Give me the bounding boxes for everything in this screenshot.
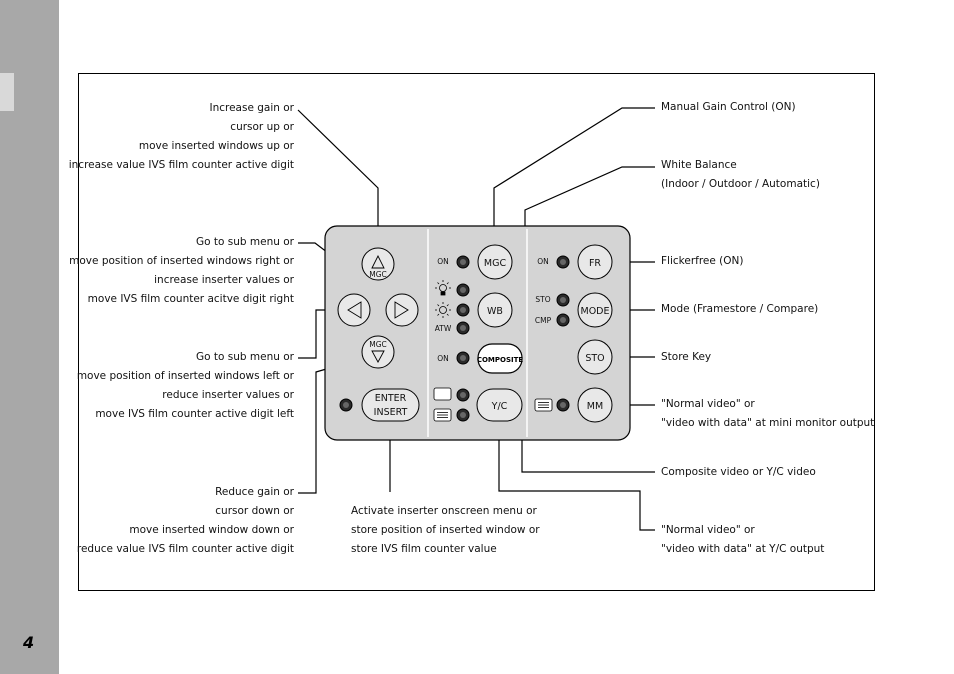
- page-number: 4: [23, 633, 35, 652]
- svg-text:WB: WB: [487, 306, 503, 317]
- leader-yc: [498, 422, 655, 531]
- wb-button[interactable]: WB: [477, 292, 513, 328]
- atw-led: [456, 321, 470, 335]
- mgc-on-text: ON: [437, 257, 449, 266]
- down-arrow-icon: [371, 350, 385, 363]
- indoor-icon: [435, 280, 451, 296]
- sto-led: [556, 293, 570, 307]
- label-composite-yc: Composite video or Y/C video: [661, 466, 816, 478]
- svg-text:INSERT: INSERT: [374, 407, 408, 418]
- svg-text:MGC: MGC: [369, 340, 387, 349]
- data-video-led: [456, 408, 470, 422]
- label-store-key: Store Key: [661, 351, 712, 363]
- svg-text:ENTER: ENTER: [375, 393, 407, 404]
- mm-data-icon: [534, 398, 553, 412]
- left-arrow-button[interactable]: [337, 293, 371, 327]
- label-yc-output: "Normal video" or"video with data" at Y/…: [661, 524, 825, 555]
- fr-led: [556, 255, 570, 269]
- leader-mgc: [493, 107, 655, 244]
- cmp-led: [556, 313, 570, 327]
- enter-insert-button[interactable]: ENTER INSERT: [361, 388, 420, 422]
- mm-led: [556, 398, 570, 412]
- diagram-frame: [78, 73, 875, 591]
- up-arrow-icon: [371, 254, 385, 269]
- mm-button[interactable]: MM: [577, 387, 613, 423]
- svg-text:MGC: MGC: [369, 270, 387, 279]
- mgc-led: [456, 255, 470, 269]
- composite-led: [456, 351, 470, 365]
- svg-text:Y/C: Y/C: [491, 401, 508, 412]
- outdoor-led: [456, 303, 470, 317]
- indoor-led: [456, 283, 470, 297]
- mode-button[interactable]: MODE: [577, 292, 613, 328]
- right-arrow-button[interactable]: [385, 293, 419, 327]
- label-mode: Mode (Framestore / Compare): [661, 303, 819, 315]
- cmp-text: CMP: [535, 316, 552, 325]
- normal-video-led: [456, 388, 470, 402]
- atw-text: ATW: [435, 324, 452, 333]
- yc-button[interactable]: Y/C: [476, 388, 523, 422]
- svg-text:COMPOSITE: COMPOSITE: [477, 356, 524, 364]
- composite-button[interactable]: COMPOSITE: [477, 343, 524, 374]
- sto-button[interactable]: STO: [577, 339, 613, 375]
- composite-on-text: ON: [437, 354, 449, 363]
- left-arrow-icon: [347, 301, 362, 319]
- svg-text:STO: STO: [585, 353, 604, 364]
- label-white-balance: White Balance(Indoor / Outdoor / Automat…: [661, 159, 820, 190]
- mgc-up-button[interactable]: MGC: [361, 247, 395, 281]
- chapter-tab: [0, 73, 14, 111]
- mgc-button[interactable]: MGC: [477, 244, 513, 280]
- outdoor-icon: [435, 302, 451, 318]
- data-video-icon: [433, 408, 452, 422]
- svg-text:MM: MM: [587, 401, 603, 412]
- svg-text:FR: FR: [589, 258, 601, 269]
- fr-on-text: ON: [537, 257, 549, 266]
- control-panel: [324, 225, 631, 441]
- svg-text:MGC: MGC: [484, 258, 507, 269]
- mgc-down-button[interactable]: MGC: [361, 335, 395, 369]
- label-mm-output: "Normal video" or"video with data" at mi…: [661, 398, 875, 429]
- page-sidebar: [0, 0, 59, 674]
- svg-text:MODE: MODE: [581, 306, 610, 317]
- label-flickerfree: Flickerfree (ON): [661, 255, 744, 267]
- fr-button[interactable]: FR: [577, 244, 613, 280]
- enter-insert-led: [339, 398, 353, 412]
- sto-text: STO: [535, 295, 550, 304]
- normal-video-icon: [433, 387, 452, 401]
- right-arrow-icon: [394, 301, 409, 319]
- label-mgc: Manual Gain Control (ON): [661, 101, 796, 113]
